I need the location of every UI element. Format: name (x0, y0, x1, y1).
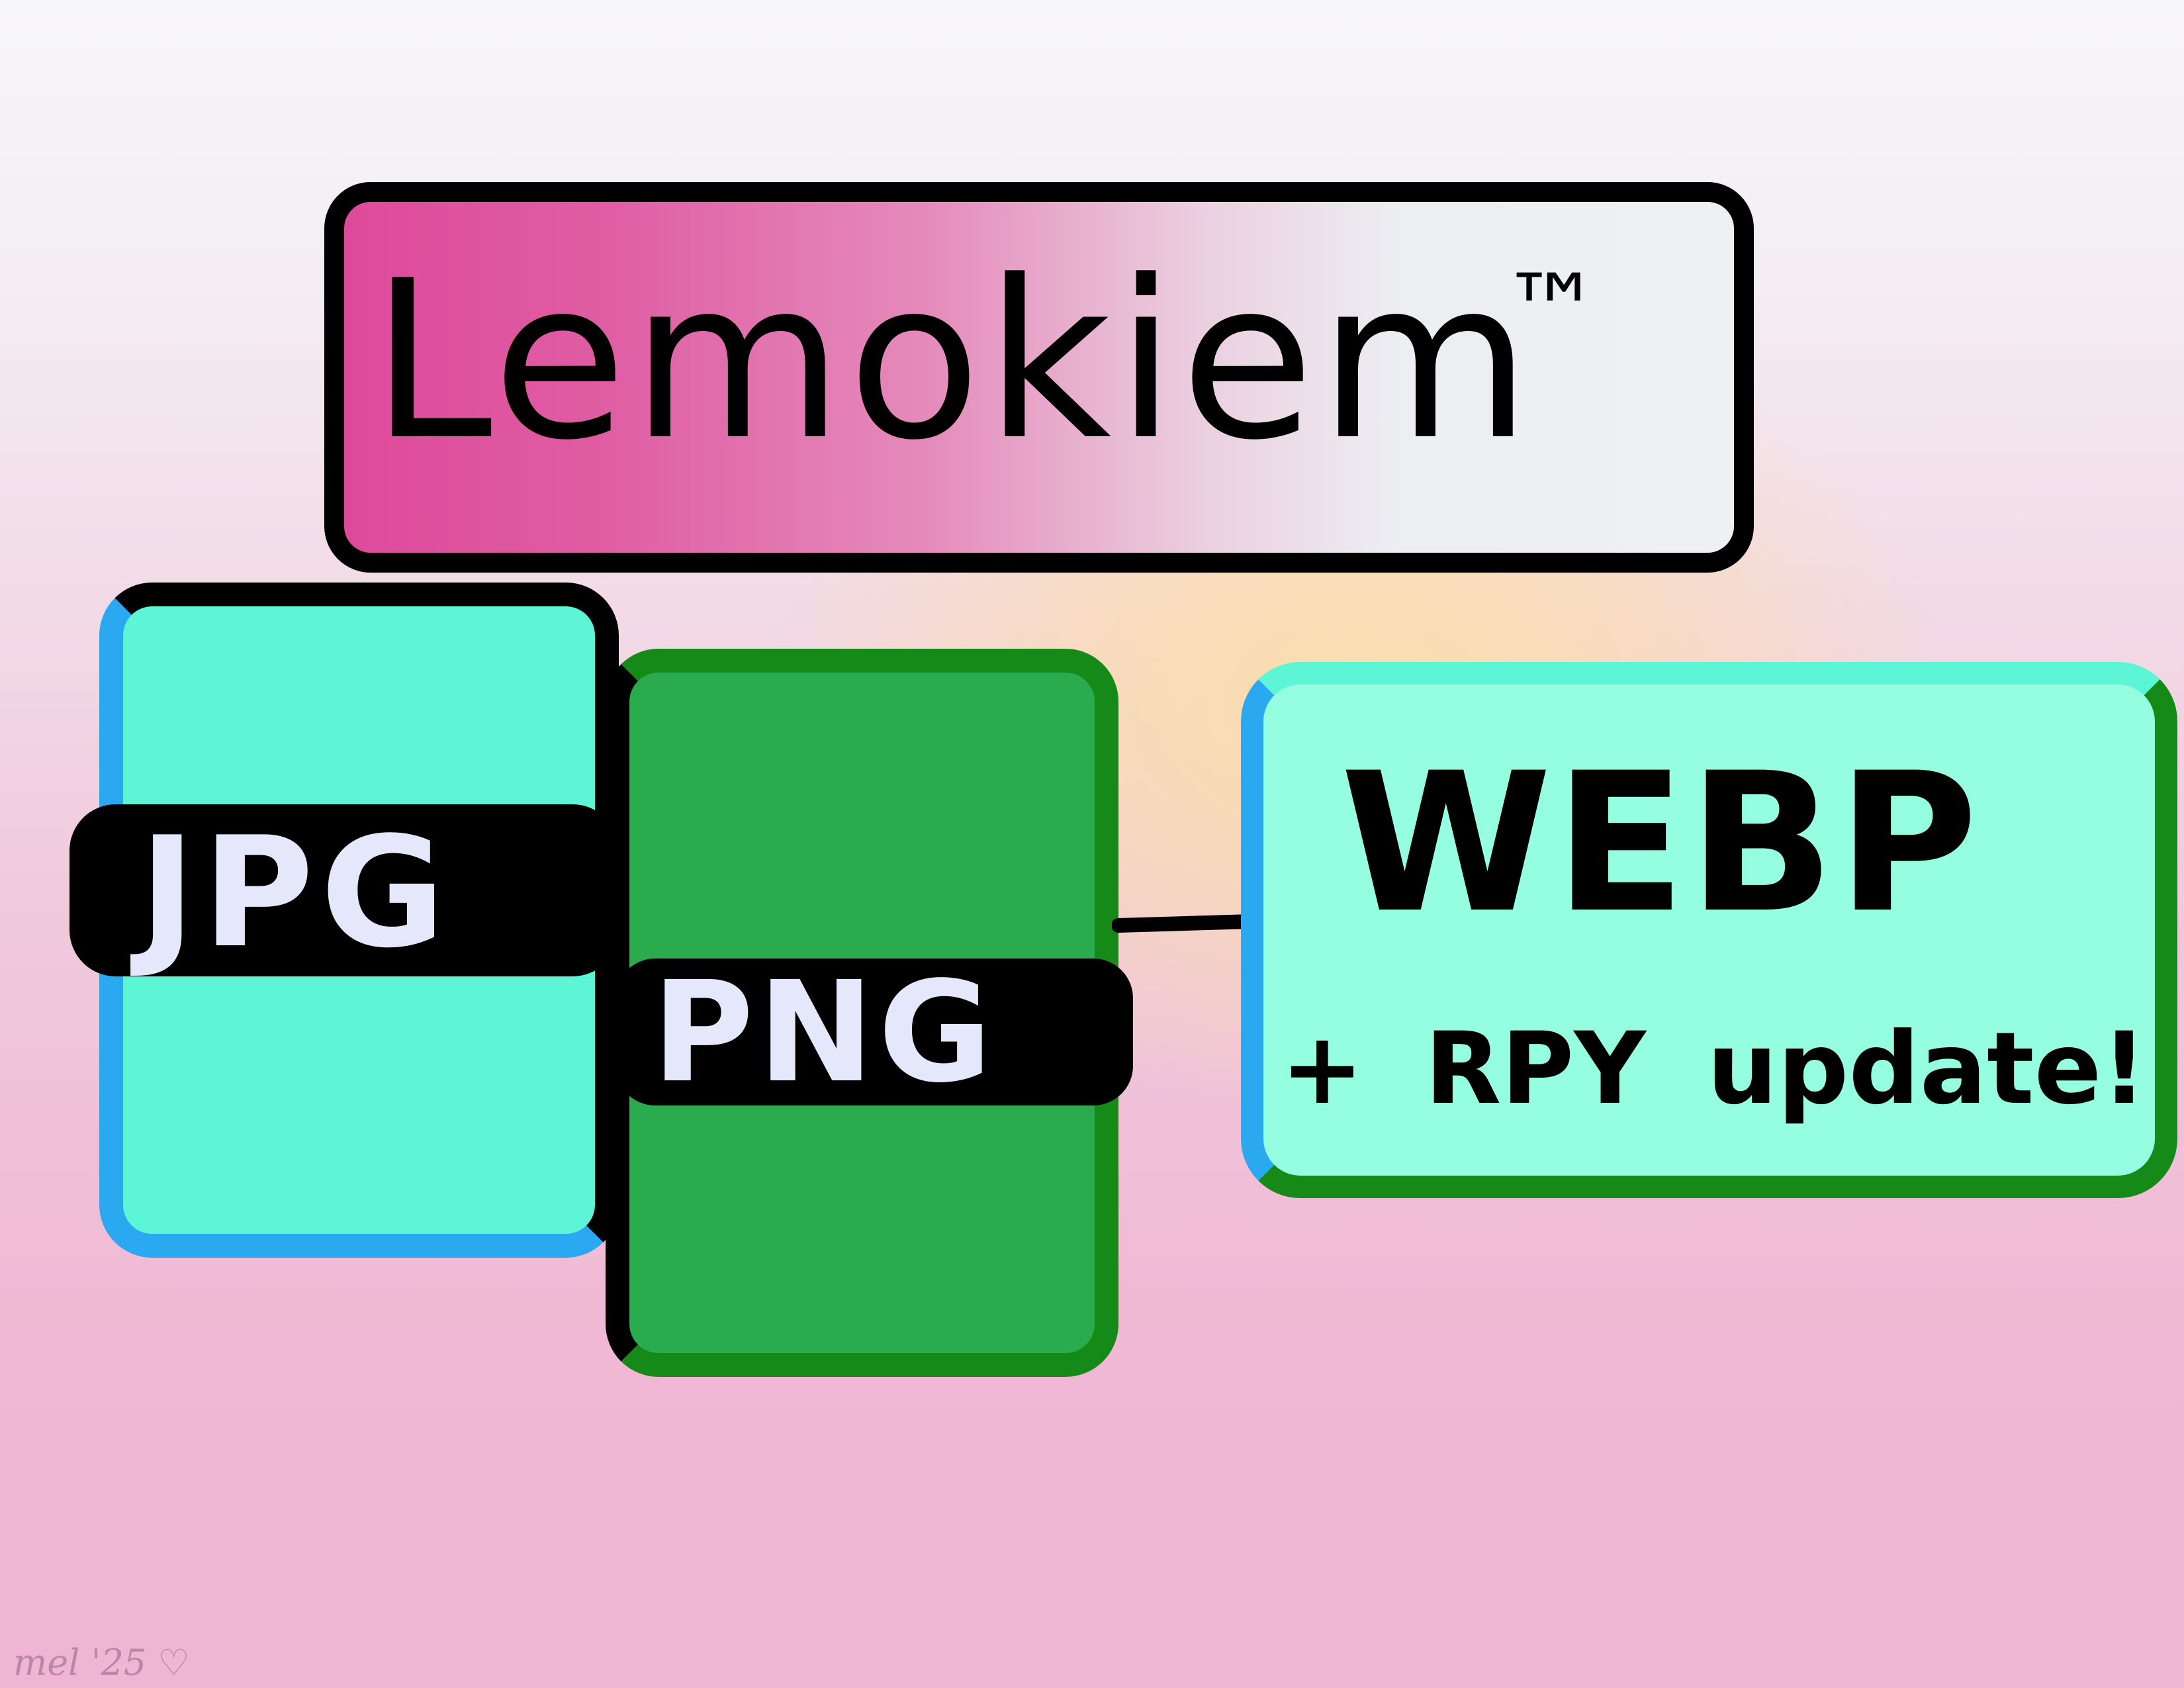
rpy-update-label: + RPY update! (1281, 1011, 2147, 1127)
jpg-label-pill (69, 804, 619, 976)
title-banner (324, 182, 1754, 573)
webp-label: WEBP (1340, 732, 1981, 955)
title-text: Lemokiem (371, 234, 1535, 488)
webp-card (1241, 662, 2177, 1198)
artist-signature: mel '25 ♡ (13, 1645, 190, 1681)
png-label: PNG (652, 951, 997, 1113)
signature-text: mel '25 (13, 1642, 147, 1683)
png-label-pill (615, 959, 1133, 1105)
heart-icon: ♡ (158, 1642, 190, 1683)
jpg-label: JPG (139, 805, 452, 982)
trademark-symbol: ™ (1502, 254, 1602, 369)
